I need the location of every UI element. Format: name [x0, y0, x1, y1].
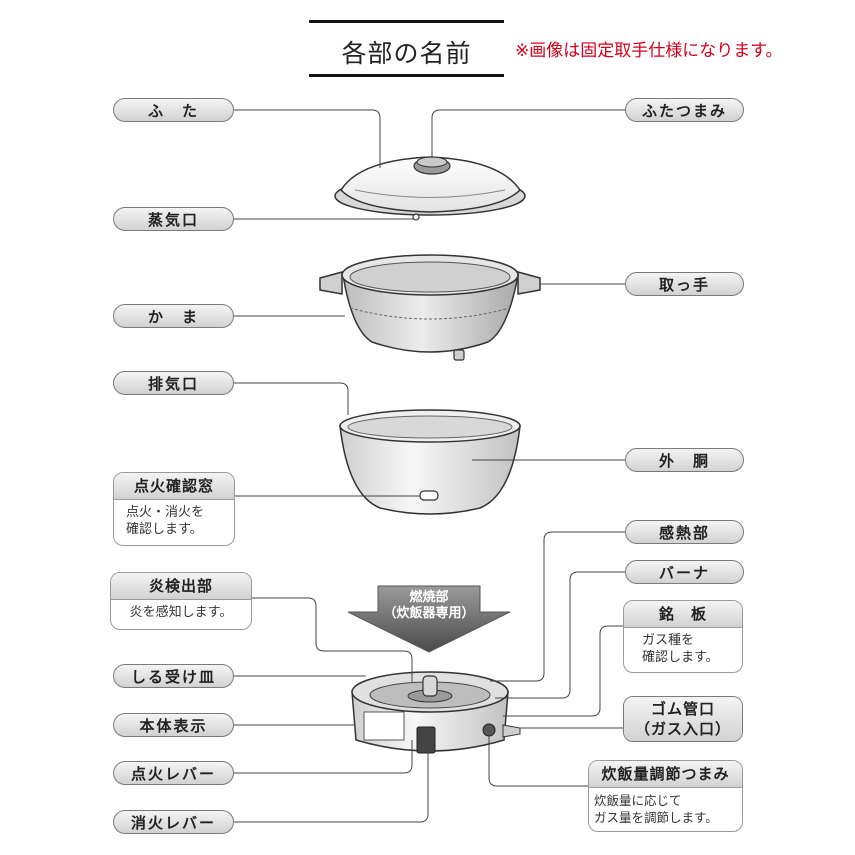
title-bottom-rule: [309, 74, 504, 77]
lid-part: [334, 156, 526, 221]
label-handle: 取っ手: [625, 272, 744, 296]
outer-body-part: [339, 409, 521, 515]
label-exhaust-vent: 排気口: [113, 371, 234, 395]
box-gas-inlet: ゴム管口 （ガス入口）: [623, 696, 743, 742]
title-block: 各部の名前: [309, 20, 504, 78]
box-flame-detector-desc: 炎を感知します。: [129, 605, 233, 620]
label-lid: ふ た: [113, 98, 234, 122]
label-lid-knob: ふたつまみ: [625, 98, 744, 122]
box-ignition-window-desc: 点火・消火を 確認します。: [126, 505, 205, 537]
box-flame-detector-title: 炎検出部: [111, 573, 251, 600]
title-top-rule: [309, 20, 504, 23]
label-pot: か ま: [113, 304, 234, 328]
label-outer-body: 外 胴: [625, 448, 744, 472]
box-rice-amount-knob-title: 炊飯量調節つまみ: [589, 761, 742, 788]
leader-lines: [234, 109, 625, 823]
box-rice-amount-knob: 炊飯量調節つまみ 炊飯量に応じて ガス量を調節します。: [588, 760, 743, 832]
box-nameplate-title: 銘 板: [624, 601, 742, 628]
box-flame-detector: 炎検出部 炎を感知します。: [110, 572, 252, 630]
box-nameplate-desc: ガス種を 確認します。: [642, 633, 719, 665]
label-extinguish-lever: 消火レバー: [113, 810, 234, 834]
pot-part: [319, 254, 541, 361]
label-ignition-lever: 点火レバー: [113, 761, 234, 785]
box-nameplate: 銘 板 ガス種を 確認します。: [623, 600, 743, 673]
note-text: ※画像は固定取手仕様になります。: [515, 41, 783, 61]
label-burner: バーナ: [625, 560, 744, 584]
label-body-display: 本体表示: [113, 713, 234, 737]
box-ignition-window-title: 点火確認窓: [114, 473, 234, 500]
box-rice-amount-knob-desc: 炊飯量に応じて ガス量を調節します。: [594, 793, 718, 825]
burner-base-part: [351, 671, 521, 754]
combustion-arrow-icon: [347, 585, 511, 653]
label-drip-tray: しる受け皿: [113, 664, 234, 688]
page-title: 各部の名前: [341, 39, 472, 68]
label-heat-sensor: 感熱部: [625, 520, 744, 544]
box-gas-inlet-title: ゴム管口 （ガス入口）: [624, 697, 742, 741]
label-steam-vent: 蒸気口: [113, 207, 234, 231]
box-ignition-window: 点火確認窓 点火・消火を 確認します。: [113, 472, 235, 546]
combustion-arrow-label: 燃焼部 （炊飯器専用）: [383, 590, 475, 621]
